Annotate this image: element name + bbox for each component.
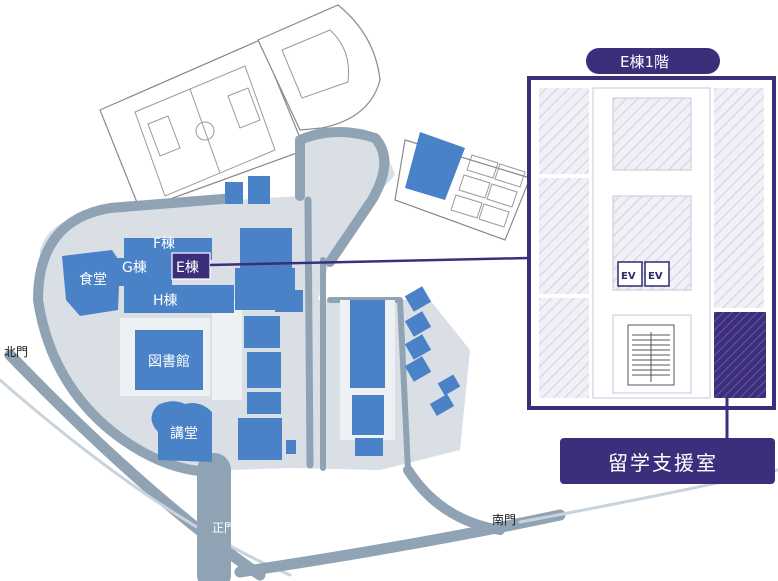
floor-title-badge: E棟1階 [586, 48, 720, 74]
floor-title: E棟1階 [620, 53, 669, 71]
elevator-icon [644, 261, 670, 287]
label-shokudo: 食堂 [79, 271, 107, 288]
ryugaku-room[interactable] [714, 312, 766, 398]
elevator-label-2: EV [648, 271, 663, 282]
elevator-label-1: EV [621, 271, 636, 282]
label-north-gate: 北門 [4, 345, 28, 359]
sports-fields [99, 4, 381, 211]
label-main-gate: 正門 [212, 521, 236, 535]
support-office-label: 留学支援室 [608, 451, 718, 475]
label-auditorium: 講堂 [170, 426, 198, 442]
label-south-gate: 南門 [492, 512, 516, 527]
support-office-badge[interactable]: 留学支援室 [560, 438, 775, 484]
roads [0, 126, 778, 581]
floor-plan: EV EV [527, 76, 776, 410]
connector-line [209, 256, 529, 267]
label-h-building: H棟 [153, 293, 178, 309]
e-building-highlight[interactable] [171, 252, 211, 280]
stairs-icon [612, 314, 692, 394]
label-e-building: E棟 [176, 260, 199, 276]
elevator-icon [617, 261, 643, 287]
tennis-court-building [405, 132, 465, 200]
label-g-building: G棟 [122, 260, 147, 276]
buildings [62, 176, 461, 462]
label-library: 図書館 [148, 353, 190, 370]
label-f-building: F棟 [153, 236, 175, 252]
tennis-courts [394, 132, 531, 241]
baseball-field [257, 4, 381, 131]
